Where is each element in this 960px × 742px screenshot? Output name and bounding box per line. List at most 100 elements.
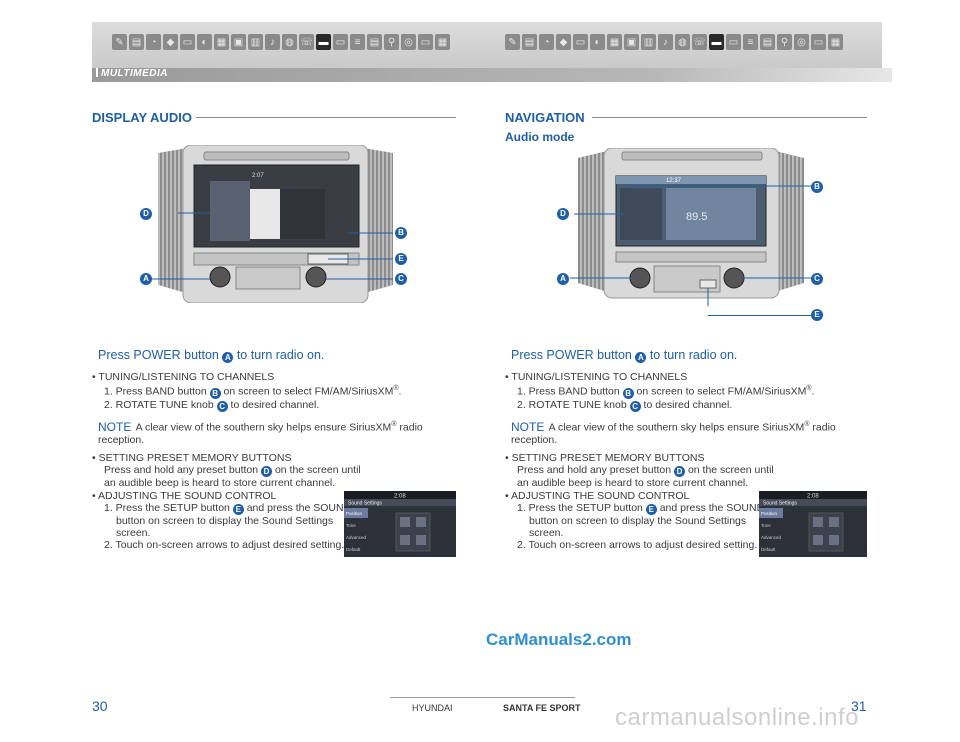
sound-heading: • ADJUSTING THE SOUND CONTROL (505, 490, 690, 502)
callout-e: E (811, 309, 823, 321)
text: Press and hold any preset button (517, 464, 675, 476)
chapter-icon: ▭ (418, 34, 433, 50)
text: 2. ROTATE TUNE knob (517, 398, 630, 411)
chapter-icon: ▣ (231, 34, 246, 50)
screen-title: Sound Settings (348, 501, 382, 507)
screen-item: Default (346, 547, 361, 552)
text: 1. Press the SETUP button (517, 502, 646, 514)
callout-c: C (811, 273, 823, 285)
navigation-head-unit: 12:37 89.5 (556, 148, 826, 306)
display-audio-title: DISPLAY AUDIO (92, 110, 192, 125)
page-number-left: 30 (92, 698, 108, 714)
display-audio-head-unit: 2:07 (138, 145, 413, 303)
text: to turn radio on. (646, 348, 738, 362)
chapter-icon: ◐ (590, 34, 605, 50)
text: 2. ROTATE TUNE knob (104, 398, 217, 411)
chapter-icon: ⚲ (384, 34, 399, 50)
left-note: NOTE A clear view of the southern sky he… (98, 419, 458, 446)
title-rule (196, 117, 456, 118)
chapter-icon: ▣ (624, 34, 639, 50)
right-text-block: Press POWER button A to turn radio on. (511, 349, 871, 363)
text: radio (809, 421, 836, 434)
text: button on screen to display the Sound Se… (116, 515, 334, 527)
chapter-icon: ▭ (180, 34, 195, 50)
chapter-icon: ▤ (129, 34, 144, 50)
watermark-link[interactable]: CarManuals2.com (486, 630, 632, 649)
text: . (398, 385, 402, 398)
badge-a: A (635, 352, 647, 363)
text: 2. Touch on-screen arrows to adjust desi… (104, 539, 345, 551)
sound-heading: • ADJUSTING THE SOUND CONTROL (92, 490, 277, 502)
text: on screen to select FM/AM/SiriusXM (220, 385, 394, 398)
chapter-icon: ♪ (658, 34, 673, 50)
screen-item: Position (346, 511, 363, 516)
text: 1. Press BAND button (517, 385, 623, 398)
chapter-icon-strip-right: ✎▤ ◔◆ ▭◐ ▦▣ ▥♪ ◍☏ ▬▭ ≡▤ ⚲◎ ▭▦ (505, 34, 843, 50)
chapter-icon: ✎ (112, 34, 127, 50)
text: 1. Press BAND button (104, 385, 210, 398)
multimedia-chapter-icon: ▬ (316, 34, 331, 50)
screen-item: Tone (761, 523, 771, 528)
preset-heading: • SETTING PRESET MEMORY BUTTONS (505, 452, 705, 464)
multimedia-chapter-icon: ▬ (709, 34, 724, 50)
text: to turn radio on. (233, 348, 325, 362)
chapter-icon: ▭ (726, 34, 741, 50)
callout-e-leader (708, 315, 811, 316)
chapter-icon: ▭ (573, 34, 588, 50)
page-number-right: 31 (851, 698, 867, 714)
chapter-icon: ▭ (811, 34, 826, 50)
badge-e: E (232, 504, 244, 515)
chapter-icon: ⚲ (777, 34, 792, 50)
chapter-icon: ▦ (607, 34, 622, 50)
screen-item: Advanced (346, 535, 367, 540)
text: an audible beep is heard to store curren… (104, 477, 336, 489)
preset-heading: • SETTING PRESET MEMORY BUTTONS (92, 452, 292, 464)
text: on screen to select FM/AM/SiriusXM (633, 385, 807, 398)
brand-hyundai: HYUNDAI (412, 703, 453, 713)
text: button on screen to display the Sound Se… (529, 515, 747, 527)
screen-item: Position (761, 511, 778, 516)
text: A clear view of the southern sky helps e… (546, 421, 805, 434)
power-instruction: Press POWER button A to turn radio on. (98, 349, 458, 363)
text: on the screen until (272, 464, 361, 476)
chapter-icon: ▭ (333, 34, 348, 50)
chapter-icon: ▥ (641, 34, 656, 50)
badge-c: C (629, 400, 641, 412)
right-note: NOTE A clear view of the southern sky he… (511, 419, 871, 446)
screen-item: Tone (346, 523, 356, 528)
brand-model: SANTA FE SPORT (503, 703, 581, 713)
right-sound-settings-screen: 2:08 Sound Settings Position Tone Advanc… (759, 491, 867, 562)
text: . (811, 385, 815, 398)
right-preset-block: • SETTING PRESET MEMORY BUTTONS Press an… (505, 452, 875, 489)
tuning-heading: • TUNING/LISTENING TO CHANNELS (505, 371, 688, 383)
left-tuning-block: • TUNING/LISTENING TO CHANNELS 1. Press … (92, 371, 462, 412)
text: to desired channel. (640, 398, 733, 411)
nav-frequency: 89.5 (686, 211, 707, 223)
chapter-icon: ▤ (522, 34, 537, 50)
footer-rule (390, 697, 575, 698)
nav-clock: 12:37 (666, 178, 682, 184)
text: screen. (116, 527, 151, 539)
screen-item: Default (761, 547, 776, 552)
badge-b: B (209, 387, 221, 399)
callout-a: A (557, 273, 569, 285)
svg-text:2:07: 2:07 (252, 173, 264, 179)
chapter-icon: ▤ (367, 34, 382, 50)
chapter-icon: ◐ (197, 34, 212, 50)
audio-mode-subtitle: Audio mode (505, 130, 575, 144)
chapter-icon: ◍ (675, 34, 690, 50)
screen-title: Sound Settings (763, 501, 797, 507)
badge-d: D (261, 466, 273, 477)
text: reception. (98, 433, 145, 446)
callout-a: A (140, 273, 152, 285)
chapter-icon: ◎ (401, 34, 416, 50)
chapter-icon: ≡ (350, 34, 365, 50)
text: an audible beep is heard to store curren… (517, 477, 749, 489)
text: and press the SOUND (656, 502, 765, 514)
reg-mark: ® (391, 421, 397, 428)
power-instruction: Press POWER button A to turn radio on. (511, 349, 871, 363)
chapter-icon: ◆ (556, 34, 571, 50)
left-text-block: Press POWER button A to turn radio on. (98, 349, 458, 363)
section-label: MULTIMEDIA (96, 68, 168, 79)
chapter-icon: ▦ (435, 34, 450, 50)
